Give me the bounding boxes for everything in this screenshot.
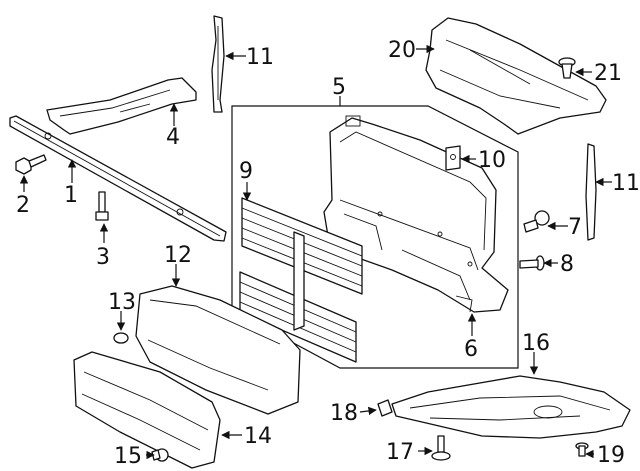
callout-18: 18 (330, 401, 358, 426)
callout-15: 15 (114, 444, 142, 469)
callout-4: 4 (166, 125, 180, 150)
callout-11-left: 11 (246, 45, 274, 70)
side-bracket-part-right (585, 143, 597, 241)
callout-labels: 1 2 3 4 5 6 7 8 9 10 11 11 12 13 14 15 1… (16, 38, 640, 469)
upper-shield-part (425, 17, 607, 135)
pin-part-19 (575, 442, 589, 457)
tie-bar-part (9, 115, 227, 242)
callout-11-right: 11 (612, 171, 640, 196)
air-guide-part (135, 285, 301, 415)
callout-13: 13 (108, 290, 136, 315)
callout-21: 21 (594, 61, 622, 86)
side-bracket-part-left (211, 15, 225, 113)
callout-3: 3 (96, 245, 110, 270)
callout-12: 12 (164, 243, 192, 268)
callout-19: 19 (597, 443, 625, 468)
upper-bracket-part (46, 77, 197, 135)
bolt-part-17 (431, 435, 451, 461)
push-pin-part-21 (558, 57, 576, 79)
clip-part-13 (113, 332, 129, 344)
callout-6: 6 (464, 337, 478, 362)
clip-part-10 (445, 145, 461, 171)
callout-8: 8 (560, 252, 574, 277)
deflector-part (73, 351, 221, 469)
retainer-part-7 (523, 210, 550, 233)
callout-14: 14 (244, 424, 272, 449)
bolt-part-3 (95, 191, 109, 221)
callout-9: 9 (239, 159, 253, 184)
lower-support-part (455, 295, 473, 313)
clip-part-18 (377, 399, 393, 417)
callout-16: 16 (522, 331, 550, 356)
callout-2: 2 (16, 193, 30, 218)
callout-1: 1 (64, 183, 78, 208)
callout-10: 10 (478, 148, 506, 173)
bolt-part-15 (151, 448, 169, 462)
bolt-part-8 (519, 255, 545, 271)
callout-5: 5 (332, 75, 346, 100)
bolt-part-2 (15, 154, 47, 175)
leader-lines (19, 44, 612, 460)
callout-17: 17 (386, 440, 414, 465)
shutter-part (239, 197, 363, 363)
callout-20: 20 (388, 38, 416, 63)
callout-7: 7 (568, 215, 582, 240)
splash-shield-part (391, 375, 631, 439)
